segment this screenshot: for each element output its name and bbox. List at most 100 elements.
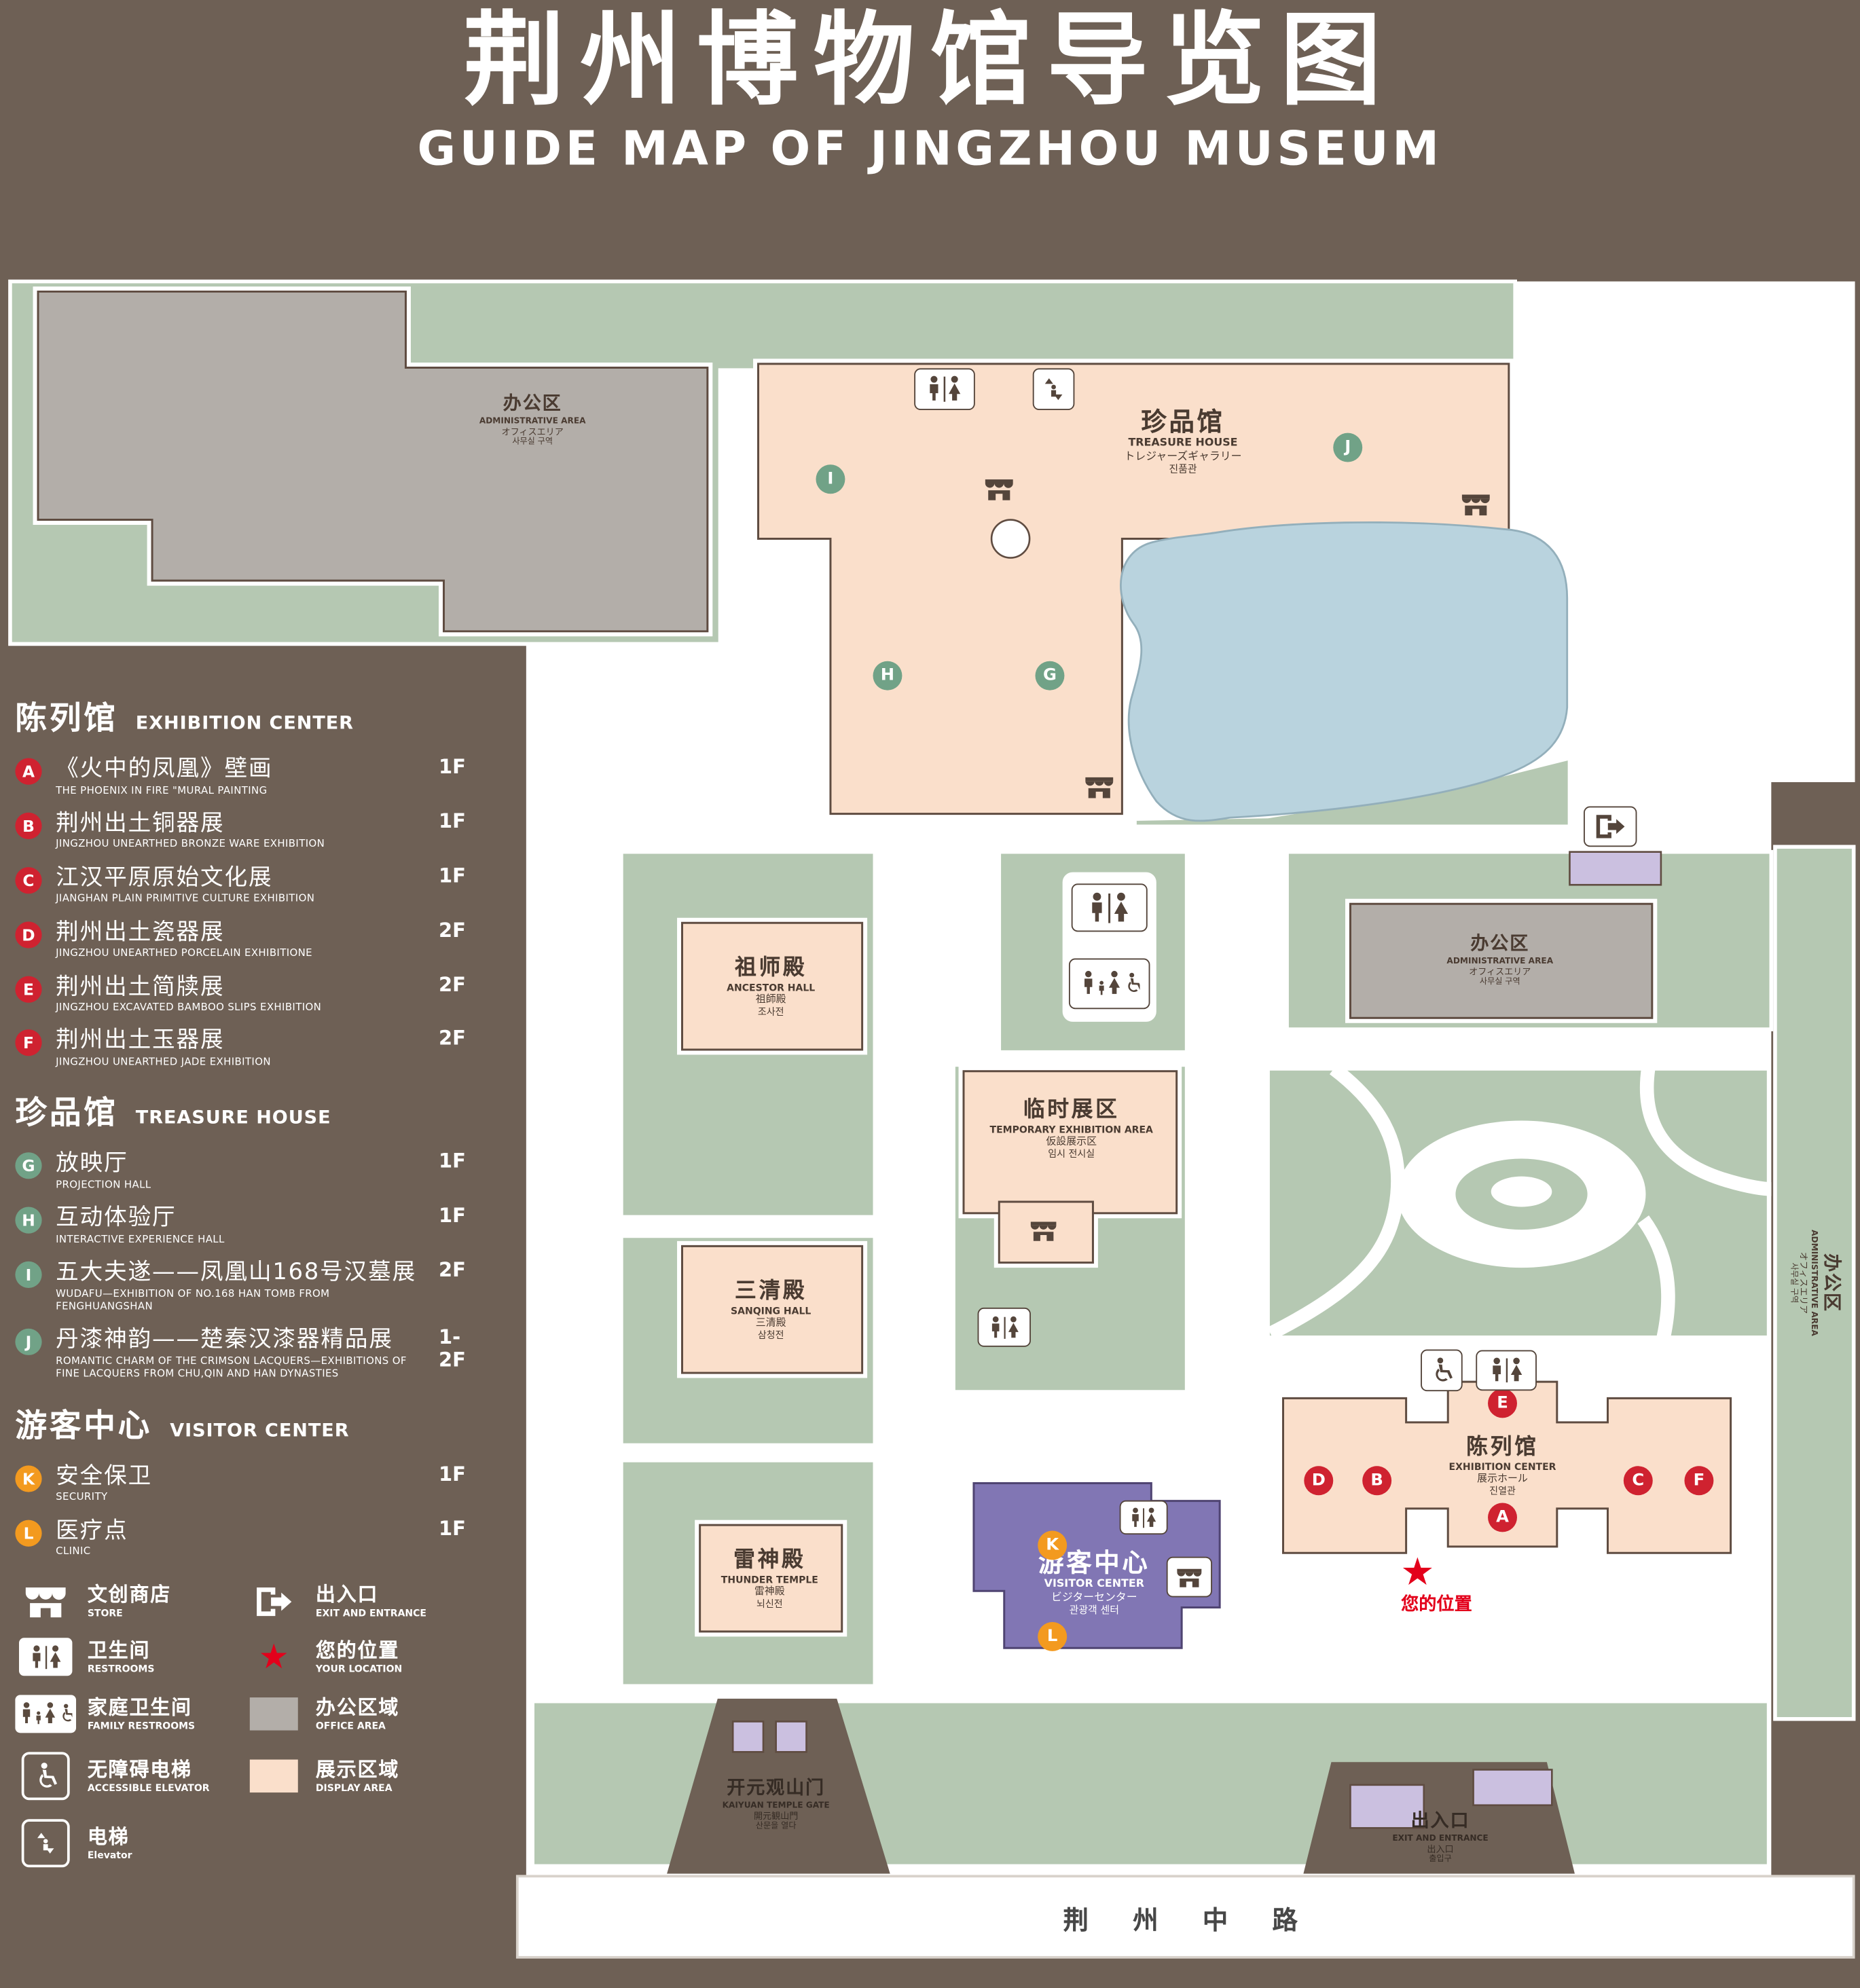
page-title: 荆州博物馆导览图	[463, 1, 1397, 119]
ja-text: 祖師殿	[755, 993, 786, 1005]
symbol-en: ACCESSIBLE ELEVATOR	[87, 1782, 210, 1794]
zh-text: 办公区	[1470, 934, 1530, 955]
en-text: ADMINISTRATIVE AREA	[1809, 1230, 1820, 1336]
gate-entrance-cut	[667, 1698, 890, 1874]
restroom-icon	[1071, 883, 1148, 932]
item-floor: 2F	[439, 1027, 466, 1050]
item-en: INTERACTIVE EXPERIENCE HALL	[56, 1233, 225, 1245]
restroom-icon	[1119, 1500, 1168, 1535]
ja-text: 三清殿	[755, 1316, 786, 1328]
label-ancestor-hall: 祖师殿 ANCESTOR HALL 祖師殿 조사전	[727, 955, 815, 1017]
marker-badge: I	[15, 1261, 42, 1289]
item-en: WUDAFU—EXHIBITION OF NO.168 HAN TOMB FRO…	[56, 1287, 330, 1312]
ja-text: 展示ホール	[1477, 1472, 1528, 1484]
label-admin-northwest: 办公区 ADMINISTRATIVE AREA オフィスエリア 사무실 구역	[479, 394, 586, 448]
garden-paths	[1267, 1063, 1772, 1340]
symbol-zh: 无障碍电梯	[87, 1759, 192, 1782]
item-zh: 五大夫遂——凤凰山168号汉墓展	[56, 1259, 417, 1286]
map-marker-k: K	[1038, 1530, 1068, 1560]
restroom-icon	[15, 1638, 76, 1676]
en-text: EXHIBITION CENTER	[1448, 1460, 1556, 1473]
item-floor: 1F	[439, 809, 466, 833]
road-jingzhou-middle	[515, 1875, 1855, 1959]
marker-badge: J	[15, 1329, 42, 1356]
ja-text: 雷神殿	[754, 1585, 785, 1597]
ja-text: オフィスエリア	[1469, 966, 1531, 977]
marker-badge: L	[15, 1519, 42, 1547]
label-admin-east: 办公区 ADMINISTRATIVE AREA オフィスエリア 사무실 구역	[1446, 934, 1553, 988]
item-zh: 江汉平原原始文化展	[56, 864, 273, 891]
exit-icon	[1584, 806, 1637, 847]
map-marker-j: J	[1333, 432, 1363, 462]
store-icon	[1166, 1556, 1212, 1598]
marker-badge: D	[15, 921, 42, 948]
label-thunder-temple: 雷神殿 THUNDER TEMPLE 雷神殿 뇌신전	[721, 1547, 818, 1609]
page-subtitle: GUIDE MAP OF JINGZHOU MUSEUM	[417, 122, 1443, 177]
en-text: THUNDER TEMPLE	[721, 1573, 818, 1585]
store-icon	[1083, 775, 1115, 799]
item-floor: 1F	[439, 864, 466, 887]
map-marker-c: C	[1623, 1466, 1653, 1496]
en-text: EXIT AND ENTRANCE	[1392, 1833, 1489, 1843]
symbol-en: RESTROOMS	[87, 1663, 155, 1675]
label-temporary-exhibition: 临时展区 TEMPORARY EXHIBITION AREA 仮設展示区 임시 …	[990, 1097, 1153, 1159]
section-title-zh: 游客中心	[15, 1406, 153, 1444]
item-zh: 放映厅	[56, 1150, 128, 1177]
map-marker-a: A	[1488, 1503, 1517, 1532]
ja-text: 出入口	[1680, 832, 1708, 843]
restroom-icon	[1476, 1350, 1537, 1391]
symbol-zh: 出入口	[315, 1583, 379, 1607]
item-zh: 荆州出土简牍展	[56, 973, 225, 1000]
zh-text: 珍品馆	[1141, 406, 1225, 437]
zh-text: 开元观山门	[727, 1778, 826, 1799]
item-zh: 丹漆神韵——楚秦汉漆器精品展	[56, 1326, 393, 1353]
accessible-elevator-icon	[15, 1752, 76, 1801]
display-area-swatch	[243, 1759, 304, 1793]
map-marker-f: F	[1684, 1466, 1714, 1496]
elevator-icon	[1032, 368, 1075, 411]
ko-text: 사무실 구역	[512, 436, 553, 447]
zh-text: 三清殿	[734, 1278, 807, 1304]
symbol-zh: 展示区域	[315, 1759, 400, 1782]
marker-badge: K	[15, 1465, 42, 1492]
section-title-zh: 陈列馆	[15, 699, 118, 737]
your-location-text: 您的位置	[1401, 1594, 1472, 1615]
your-location-star-icon: ★	[1400, 1550, 1435, 1595]
map-marker-g: G	[1035, 661, 1065, 691]
zh-text: 出入口	[1664, 800, 1724, 820]
store-icon	[15, 1584, 76, 1618]
symbol-en: EXIT AND ENTRANCE	[315, 1607, 426, 1619]
symbol-zh: 卫生间	[87, 1639, 151, 1663]
store-icon	[983, 477, 1015, 501]
en-text: SANQING HALL	[731, 1304, 812, 1317]
marker-badge: E	[15, 975, 42, 1003]
family-restroom-icon	[1068, 958, 1150, 1010]
en-text: ADMINISTRATIVE AREA	[1446, 955, 1554, 966]
marker-badge: F	[15, 1029, 42, 1057]
item-floor: 1F	[439, 1462, 466, 1486]
en-text: ADMINISTRATIVE AREA	[479, 415, 586, 426]
section-title-en: VISITOR CENTER	[170, 1420, 350, 1441]
en-text: TEMPORARY EXHIBITION AREA	[989, 1123, 1153, 1135]
ko-text: 사무실 구역	[1479, 976, 1520, 987]
your-location-star-icon: ★	[258, 1637, 289, 1677]
zh-text: 出入口	[1410, 1811, 1470, 1832]
legend-section-treasure-house: 珍品馆 TREASURE HOUSE	[15, 1088, 489, 1134]
zh-text: 祖师殿	[734, 955, 807, 981]
en-text: VISITOR CENTER	[1044, 1578, 1144, 1591]
symbol-zh: 家庭卫生间	[87, 1696, 192, 1720]
marker-badge: C	[15, 866, 42, 894]
symbol-zh: 办公区域	[315, 1696, 400, 1720]
ja-text: 開元観山門	[753, 1811, 799, 1822]
symbol-en: Elevator	[87, 1849, 132, 1861]
item-en: JINGZHOU UNEARTHED BRONZE WARE EXHIBITIO…	[56, 838, 325, 850]
